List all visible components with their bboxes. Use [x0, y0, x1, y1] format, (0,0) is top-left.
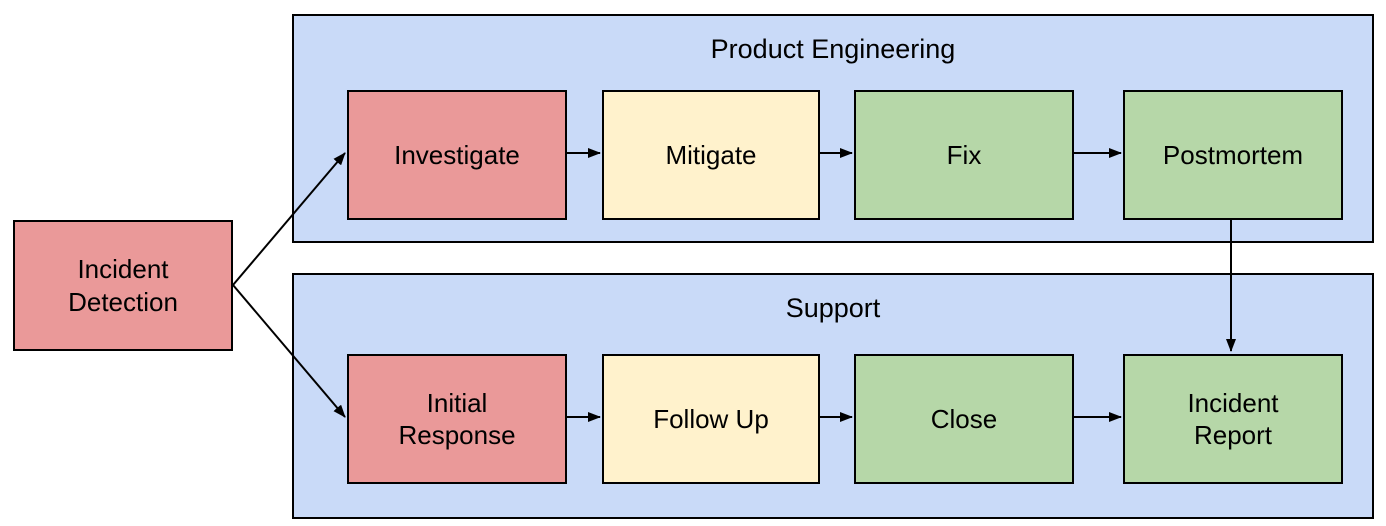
node-fix: Fix [854, 90, 1074, 220]
node-incident-detection-label: Incident Detection [68, 254, 178, 317]
node-mitigate: Mitigate [602, 90, 820, 220]
node-incident-report-label: Incident Report [1187, 387, 1279, 451]
lane-support: Support Initial Response Follow Up Close… [292, 273, 1374, 519]
node-initial-response: Initial Response [347, 354, 567, 484]
node-close: Close [854, 354, 1074, 484]
node-postmortem: Postmortem [1123, 90, 1343, 220]
node-close-label: Close [930, 403, 998, 434]
node-incident-report: Incident Report [1123, 354, 1343, 484]
node-investigate: Investigate [347, 90, 567, 220]
node-follow-up-label: Follow Up [653, 403, 769, 434]
lane-product-engineering: Product Engineering Investigate Mitigate… [292, 14, 1374, 243]
node-investigate-label: Investigate [394, 139, 520, 170]
node-postmortem-label: Postmortem [1162, 139, 1304, 170]
node-fix-label: Fix [946, 139, 982, 170]
node-initial-response-label: Initial Response [398, 387, 516, 451]
node-follow-up: Follow Up [602, 354, 820, 484]
lane-product-engineering-title: Product Engineering [710, 34, 956, 64]
lane-support-title: Support [785, 293, 881, 323]
node-mitigate-label: Mitigate [665, 139, 757, 170]
node-incident-detection: Incident Detection [13, 220, 233, 351]
